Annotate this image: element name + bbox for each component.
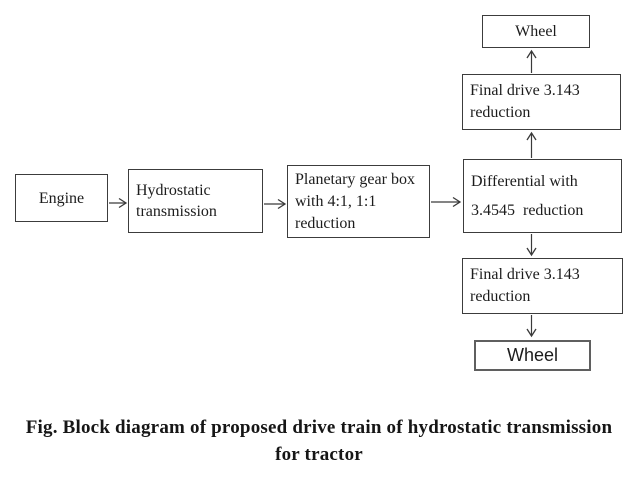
node-wheel-top-label: Wheel [515,23,557,40]
node-engine: Engine [15,174,108,222]
node-wheel-bottom: Wheel [474,340,591,371]
figure-caption: Fig. Block diagram of proposed drive tra… [25,417,613,465]
node-final-drive-top: Final drive 3.143 reduction [462,74,621,130]
node-final-drive-top-label: Final drive 3.143 reduction [470,82,580,121]
node-final-drive-bottom: Final drive 3.143 reduction [462,258,623,314]
node-hydrostatic-transmission: Hydrostatic transmission [128,169,263,233]
node-differential-label: Differential with 3.4545 reduction [471,173,584,219]
node-final-drive-bottom-label: Final drive 3.143 reduction [470,266,580,305]
node-wheel-bottom-label: Wheel [506,345,559,365]
node-engine-label: Engine [38,189,85,207]
node-planetary-gear-box-label: Planetary gear box with 4:1, 1:1 reducti… [295,170,415,232]
node-planetary-gear-box: Planetary gear box with 4:1, 1:1 reducti… [287,165,430,238]
node-wheel-top: Wheel [482,15,590,48]
node-hydrostatic-transmission-label: Hydrostatic transmission [136,182,217,220]
node-differential: Differential with 3.4545 reduction [463,159,622,233]
